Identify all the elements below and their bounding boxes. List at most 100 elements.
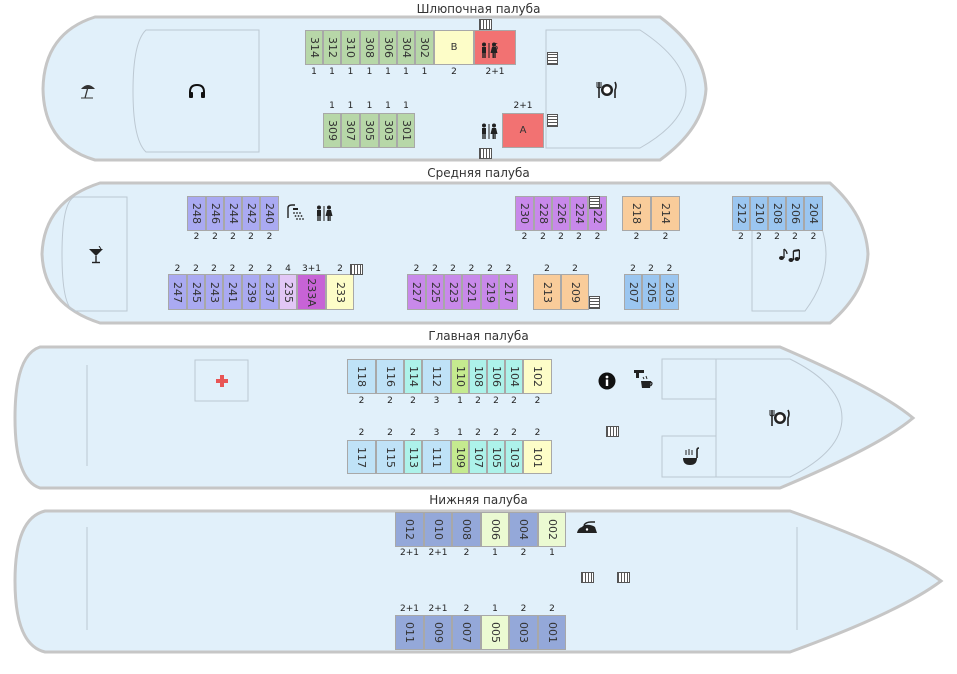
cabin-226[interactable]: 226 xyxy=(552,196,570,231)
cabin-308[interactable]: 308 xyxy=(360,30,379,65)
cabin-009[interactable]: 009 xyxy=(424,615,452,650)
cabin-233А[interactable]: 233А xyxy=(297,274,326,310)
cabin-112[interactable]: 112 xyxy=(422,359,451,394)
berth-count: 1 xyxy=(347,67,354,77)
cabin-230[interactable]: 230 xyxy=(515,196,534,231)
cabin-223[interactable]: 223 xyxy=(444,274,462,310)
cabin-004[interactable]: 004 xyxy=(509,512,538,547)
cabin-003[interactable]: 003 xyxy=(509,615,538,650)
cabin-103[interactable]: 103 xyxy=(505,440,523,474)
cabin-303[interactable]: 303 xyxy=(379,113,397,148)
cabin-302[interactable]: 302 xyxy=(415,30,434,65)
cabin-242[interactable]: 242 xyxy=(242,196,260,231)
cabin-207[interactable]: 207 xyxy=(624,274,642,310)
cabin-240[interactable]: 240 xyxy=(260,196,279,231)
cabin-012[interactable]: 012 xyxy=(395,512,424,547)
cabin-307[interactable]: 307 xyxy=(341,113,360,148)
cabin-В[interactable]: В xyxy=(434,30,474,65)
cabin-244[interactable]: 244 xyxy=(224,196,242,231)
cabin-108[interactable]: 108 xyxy=(469,359,487,394)
berth-count: 2 xyxy=(648,264,654,274)
berth-count: 1 xyxy=(385,67,391,77)
cabin-206[interactable]: 206 xyxy=(786,196,804,231)
cabin-239[interactable]: 239 xyxy=(242,274,260,310)
cabin-011[interactable]: 011 xyxy=(395,615,424,650)
berth-count: 2 xyxy=(358,428,365,438)
cabin-number: 007 xyxy=(460,622,473,643)
cabin-101[interactable]: 101 xyxy=(523,440,552,474)
cabin-number: 235 xyxy=(281,281,295,303)
cabin-109[interactable]: 109 xyxy=(451,440,469,474)
cabin-205[interactable]: 205 xyxy=(642,274,660,310)
cabin-008[interactable]: 008 xyxy=(452,512,481,547)
cabin-233[interactable]: 233 xyxy=(326,274,354,310)
cabin-237[interactable]: 237 xyxy=(260,274,279,310)
cabin-110[interactable]: 110 xyxy=(451,359,469,394)
cabin-number: 004 xyxy=(517,519,530,540)
cabin-310[interactable]: 310 xyxy=(341,30,360,65)
cabin-115[interactable]: 115 xyxy=(376,440,404,474)
cabin-203[interactable]: 203 xyxy=(660,274,679,310)
cabin-225[interactable]: 225 xyxy=(426,274,444,310)
stairs-icon xyxy=(589,296,600,309)
cabin-224[interactable]: 224 xyxy=(570,196,588,231)
cabin-210[interactable]: 210 xyxy=(750,196,768,231)
cabin-104[interactable]: 104 xyxy=(505,359,523,394)
cabin-number: 109 xyxy=(453,446,467,468)
cabin-241[interactable]: 241 xyxy=(223,274,242,310)
cabin-305[interactable]: 305 xyxy=(360,113,379,148)
cabin-114[interactable]: 114 xyxy=(404,359,422,394)
cabin-243[interactable]: 243 xyxy=(205,274,223,310)
cabin-001[interactable]: 001 xyxy=(538,615,566,650)
cabin-312[interactable]: 312 xyxy=(323,30,341,65)
cabin-number: 302 xyxy=(418,37,431,58)
berth-count: 1 xyxy=(492,604,498,614)
cabin-107[interactable]: 107 xyxy=(469,440,487,474)
cabin-007[interactable]: 007 xyxy=(452,615,481,650)
cabin-208[interactable]: 208 xyxy=(768,196,786,231)
cabin-118[interactable]: 118 xyxy=(347,359,376,394)
cabin-number: 243 xyxy=(207,281,221,303)
cabin-102[interactable]: 102 xyxy=(523,359,552,394)
cabin-218[interactable]: 218 xyxy=(622,196,651,231)
cabin-309[interactable]: 309 xyxy=(323,113,341,148)
cabin-111[interactable]: 111 xyxy=(422,440,451,474)
cabin-212[interactable]: 212 xyxy=(732,196,750,231)
cabin-304[interactable]: 304 xyxy=(397,30,415,65)
cabin-301[interactable]: 301 xyxy=(397,113,415,148)
cabin-105[interactable]: 105 xyxy=(487,440,505,474)
cabin-314[interactable]: 314 xyxy=(305,30,323,65)
cabin-228[interactable]: 228 xyxy=(534,196,552,231)
cabin-number: 217 xyxy=(502,281,515,303)
cabin-219[interactable]: 219 xyxy=(481,274,499,310)
cabin-221[interactable]: 221 xyxy=(462,274,481,310)
cabin-245[interactable]: 245 xyxy=(187,274,205,310)
cabin-number: 225 xyxy=(428,281,442,303)
cabin-227[interactable]: 227 xyxy=(407,274,426,310)
cabin-209[interactable]: 209 xyxy=(561,274,589,310)
cabin-006[interactable]: 006 xyxy=(481,512,509,547)
cabin-117[interactable]: 117 xyxy=(347,440,376,474)
cabin-106[interactable]: 106 xyxy=(487,359,505,394)
cabin-235[interactable]: 235 xyxy=(279,274,297,310)
cabin-248[interactable]: 248 xyxy=(187,196,206,231)
cabin-А[interactable]: А xyxy=(502,113,544,148)
cabin-number: 008 xyxy=(460,519,473,540)
cabin-number: 011 xyxy=(403,622,416,643)
cabin-number: 101 xyxy=(531,446,544,468)
cabin-010[interactable]: 010 xyxy=(424,512,452,547)
cabin-214[interactable]: 214 xyxy=(651,196,680,231)
cabin-204[interactable]: 204 xyxy=(804,196,823,231)
cabin-213[interactable]: 213 xyxy=(533,274,561,310)
cabin-116[interactable]: 116 xyxy=(376,359,404,394)
berth-count: 3 xyxy=(433,428,440,438)
cabin-247[interactable]: 247 xyxy=(168,274,187,310)
cabin-246[interactable]: 246 xyxy=(206,196,224,231)
cabin-306[interactable]: 306 xyxy=(379,30,397,65)
cabin-217[interactable]: 217 xyxy=(499,274,518,310)
berth-count: 2 xyxy=(211,264,217,274)
cabin-005[interactable]: 005 xyxy=(481,615,509,650)
berth-count: 2 xyxy=(266,232,273,242)
cabin-002[interactable]: 002 xyxy=(538,512,566,547)
cabin-113[interactable]: 113 xyxy=(404,440,422,474)
